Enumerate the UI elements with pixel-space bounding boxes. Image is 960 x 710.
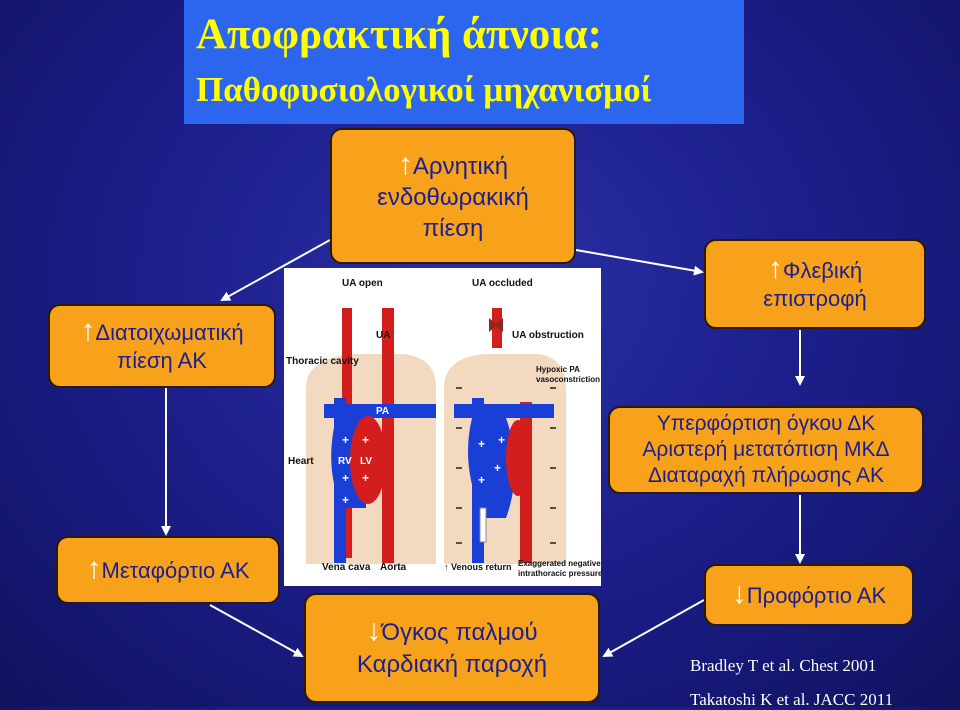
- transmural-pressure-box: ↑Διατοιχωματική πίεση ΑΚ: [48, 304, 276, 388]
- arrow-negative-to-venous: [575, 249, 704, 276]
- page-title: Αποφρακτική άπνοια:: [196, 11, 602, 58]
- arrow-preload-to-stroke: [602, 599, 705, 657]
- transmural-pressure-line-2: πίεση ΑΚ: [117, 348, 207, 373]
- afterload-box: ↑Μεταφόρτιο ΑΚ: [56, 536, 280, 604]
- negative-pressure-box: ↑Αρνητική ενδοθωρακική πίεση: [330, 128, 576, 264]
- heart-illustration-svg: + + + + + + + + + UA open UA occluded UA Thor…: [286, 278, 603, 578]
- heart-illustration: + + + + + + + + + UA open UA occluded UA Thor…: [284, 268, 603, 586]
- svg-text:+: +: [494, 461, 501, 475]
- lv-right: [506, 420, 530, 496]
- figure-heading-right: UA occluded: [472, 278, 533, 289]
- stroke-volume-line-1: Όγκος παλμού: [381, 619, 538, 646]
- figure-label-heart: Heart: [288, 456, 314, 467]
- arrow-afterload-to-stroke: [209, 604, 304, 657]
- venous-return-line-1: Φλεβική: [782, 258, 863, 283]
- venous-return-arrow-icon: [479, 507, 487, 543]
- up-arrow-icon: ↑: [397, 147, 413, 181]
- preload-box: ↓Προφόρτιο ΑΚ: [704, 564, 914, 626]
- title-box: [184, 0, 744, 124]
- rv-overload-box: Υπερφόρτιση όγκου ΔΚ Αριστερή μετατόπιση…: [608, 406, 924, 494]
- transmural-pressure-line-1: Διατοιχωματική: [95, 320, 244, 345]
- svg-text:+: +: [362, 471, 369, 485]
- negative-pressure-line-3: πίεση: [422, 214, 484, 242]
- aorta-left: [382, 308, 394, 563]
- down-arrow-icon: ↓: [731, 577, 747, 610]
- figure-label-negative-pressure-1: Exaggerated negative: [518, 559, 601, 568]
- lv-left: [350, 416, 386, 504]
- up-arrow-icon: ↑: [86, 552, 102, 585]
- figure-heading-left: UA open: [342, 278, 383, 289]
- figure-label-ua: UA: [376, 330, 390, 341]
- figure-label-lv: LV: [360, 456, 372, 467]
- figure-label-negative-pressure-2: intrathoracic pressure: [518, 569, 601, 578]
- svg-text:+: +: [342, 493, 349, 507]
- figure-label-rv: RV: [338, 456, 352, 467]
- preload-label: Προφόρτιο ΑΚ: [746, 583, 887, 608]
- stroke-volume-line-2: Καρδιακή παροχή: [356, 651, 548, 678]
- upper-airway-right: [492, 308, 502, 348]
- rv-overload-line-1: Υπερφόρτιση όγκου ΔΚ: [656, 412, 876, 435]
- stroke-volume-box: ↓Όγκος παλμού Καρδιακή παροχή: [304, 593, 600, 703]
- figure-label-pa: PA: [376, 406, 389, 417]
- ua-obstruction-icon: [489, 318, 503, 332]
- page-subtitle: Παθοφυσιολογικοί μηχανισμοί: [196, 70, 652, 109]
- rv-right: [468, 418, 515, 518]
- venous-return-line-2: επιστροφή: [763, 286, 867, 311]
- figure-label-hypoxic-2: vasoconstriction: [536, 375, 600, 384]
- svg-text:+: +: [498, 433, 505, 447]
- rv-overload-line-3: Διαταραχή πλήρωσης ΑΚ: [647, 464, 885, 487]
- svg-text:+: +: [478, 473, 485, 487]
- venous-return-box: ↑Φλεβική επιστροφή: [704, 239, 926, 329]
- pulmonary-artery-left: [324, 404, 436, 418]
- figure-label-aorta: Aorta: [380, 562, 407, 573]
- negative-pressure-marks: [456, 387, 556, 544]
- figure-label-venous-return: ↑ Venous return: [444, 562, 512, 572]
- svg-text:+: +: [362, 433, 369, 447]
- arrow-negative-to-transmural: [220, 239, 331, 301]
- figure-label-hypoxic-1: Hypoxic PA: [536, 365, 580, 374]
- svg-text:+: +: [342, 433, 349, 447]
- figure-label-ua-obstruction: UA obstruction: [512, 330, 584, 341]
- figure-label-thoracic-cavity: Thoracic cavity: [286, 356, 359, 367]
- up-arrow-icon: ↑: [80, 314, 96, 347]
- svg-text:+: +: [342, 471, 349, 485]
- svg-text:+: +: [478, 437, 485, 451]
- negative-pressure-line-1: Αρνητική: [412, 152, 509, 180]
- reference-2: Takatoshi K et al. JACC 2011: [690, 690, 894, 709]
- figure-label-vena-cava: Vena cava: [322, 562, 371, 573]
- rv-overload-line-2: Αριστερή μετατόπιση ΜΚΔ: [642, 438, 890, 461]
- negative-pressure-line-2: ενδοθωρακική: [377, 183, 529, 211]
- afterload-label: Μεταφόρτιο ΑΚ: [101, 558, 250, 583]
- reference-1: Bradley T et al. Chest 2001: [690, 656, 877, 675]
- pulmonary-artery-right: [454, 404, 554, 418]
- up-arrow-icon: ↑: [767, 252, 783, 285]
- down-arrow-icon: ↓: [366, 614, 382, 647]
